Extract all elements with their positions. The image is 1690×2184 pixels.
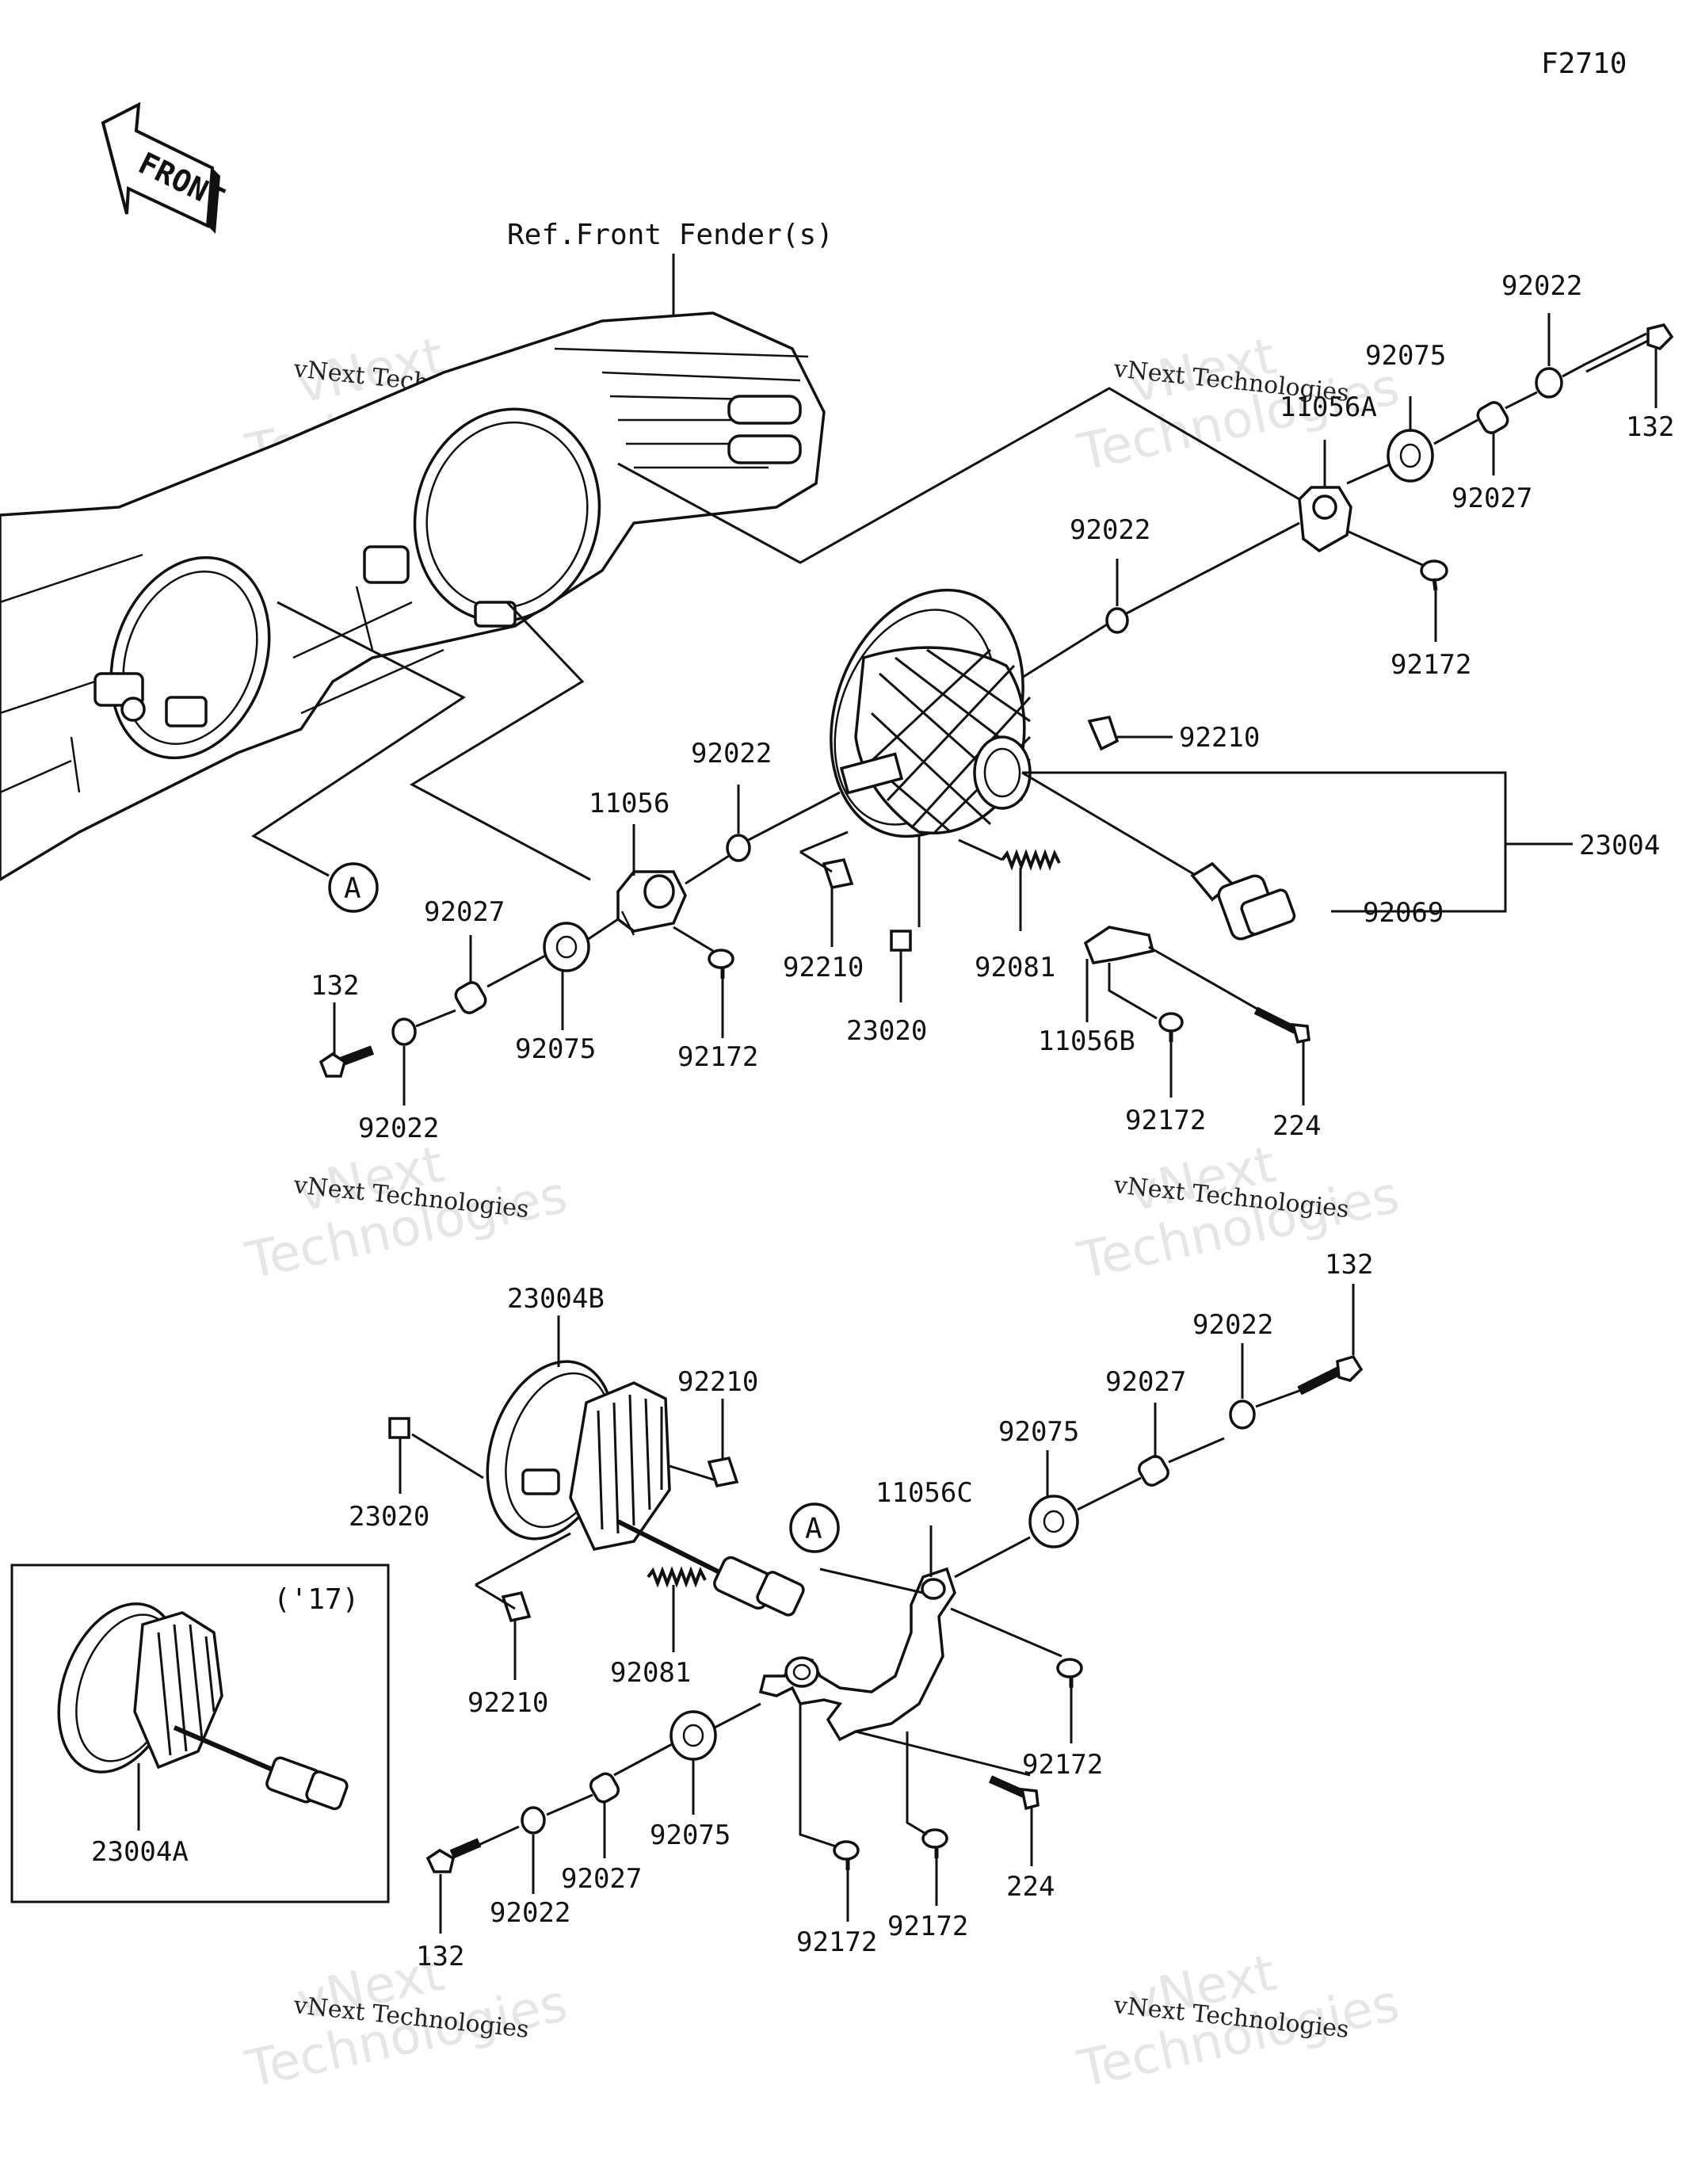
part-label: 92081	[610, 1657, 691, 1689]
bulb-92069	[1190, 861, 1296, 941]
part-label: 224	[1272, 1110, 1321, 1142]
nut-23020	[890, 930, 912, 952]
nut-23020	[388, 1417, 410, 1439]
bolt-132	[1297, 1354, 1364, 1396]
part-label: 92027	[1452, 483, 1532, 514]
part-label: 92210	[467, 1687, 548, 1719]
part-label: 92075	[998, 1416, 1079, 1448]
part-label: 132	[1626, 411, 1674, 443]
clip-92210	[501, 1590, 532, 1623]
part-label: 224	[1006, 1871, 1055, 1903]
screw-92172	[921, 1828, 948, 1858]
bolt-132	[425, 1838, 482, 1873]
spring-92081	[647, 1566, 707, 1588]
callout-a-label: A	[805, 1513, 822, 1545]
washer-92022	[1535, 367, 1563, 399]
headlight-23004B	[486, 1360, 671, 1551]
part-label: 11056B	[1038, 1025, 1135, 1057]
callout-a-label: A	[344, 872, 361, 905]
screw-92172	[1056, 1658, 1083, 1688]
collar-92027	[1476, 401, 1509, 434]
collar-92027	[589, 1772, 620, 1804]
part-label: 11056	[589, 788, 670, 819]
screw-92172	[708, 949, 734, 979]
screw-92172	[1420, 559, 1448, 591]
washer-92022	[1229, 1399, 1256, 1430]
washer-92022	[391, 1018, 417, 1046]
part-label: 92210	[677, 1366, 758, 1398]
part-label: 92022	[691, 738, 772, 769]
part-label: 23004A	[91, 1836, 189, 1868]
grommet-92075	[1387, 429, 1434, 483]
part-label: 23004	[1579, 830, 1660, 861]
part-label: 92075	[650, 1819, 731, 1851]
part-label: 132	[416, 1941, 464, 1972]
part-label: 92172	[1391, 649, 1471, 681]
part-label: 92081	[975, 952, 1055, 983]
collar-92027	[1138, 1455, 1169, 1487]
part-label: 92210	[783, 952, 864, 983]
bracket-11056A	[1298, 486, 1352, 553]
collar-92027	[454, 981, 487, 1014]
part-label: 92022	[1501, 270, 1582, 302]
part-label: 92022	[1192, 1309, 1273, 1341]
part-label: 23020	[846, 1015, 927, 1047]
grommet-92075	[1028, 1495, 1079, 1548]
part-label: 11056A	[1280, 391, 1377, 423]
grommet-92075	[543, 922, 590, 972]
part-label: 132	[1325, 1249, 1373, 1281]
washer-92022	[726, 834, 751, 862]
bolt-132	[1582, 323, 1674, 373]
front-arrow-icon: FRONT	[101, 101, 230, 234]
part-label: 92027	[424, 896, 505, 928]
bolt-224	[1253, 1006, 1310, 1044]
screw-92172	[833, 1840, 860, 1870]
part-label: 132	[311, 970, 359, 1002]
part-label: 92172	[1022, 1749, 1103, 1781]
part-label: 92172	[887, 1911, 968, 1942]
part-labels-lower: 23004B 92210 23020 11056C 132 92022 9202…	[91, 1249, 1373, 1972]
washer-92022	[1105, 607, 1129, 634]
part-label: 92172	[677, 1041, 758, 1073]
screw-92172	[1158, 1012, 1184, 1042]
headlight-23004	[830, 588, 1032, 838]
inset-box	[10, 1564, 390, 1903]
bolt-224	[988, 1775, 1040, 1811]
part-label: 92027	[1105, 1366, 1186, 1398]
bracket-11056B	[1083, 926, 1155, 964]
bracket-11056	[616, 870, 687, 936]
part-labels-upper: 92022 132 92075 11056A 92027 92022 92172…	[311, 270, 1674, 1144]
bolt-132	[319, 1045, 375, 1078]
part-label: 92172	[1125, 1105, 1206, 1136]
part-label: 92027	[561, 1863, 642, 1895]
clip-92210	[1087, 715, 1120, 751]
grommet-92075	[670, 1710, 717, 1761]
front-fender-housing	[0, 311, 826, 882]
part-label: 92022	[490, 1897, 570, 1929]
clip-92210	[822, 857, 854, 890]
clip-92210	[707, 1456, 739, 1488]
part-label: 11056C	[876, 1477, 973, 1509]
headlight-23004A	[57, 1602, 349, 1811]
part-label: 92075	[515, 1033, 596, 1065]
part-label: 23020	[349, 1501, 429, 1533]
part-label: 92210	[1179, 722, 1260, 754]
ref-front-fender-label: Ref.Front Fender(s)	[507, 219, 834, 251]
part-label: 92075	[1365, 340, 1446, 372]
part-label: 92022	[358, 1113, 439, 1144]
part-label: 92172	[796, 1926, 877, 1958]
callout-a	[328, 862, 379, 913]
part-label: 92022	[1070, 514, 1150, 546]
washer-92022	[521, 1806, 546, 1835]
part-label: 92069	[1363, 897, 1444, 929]
spring-92081	[1001, 849, 1061, 871]
bracket-11056C	[758, 1567, 956, 1742]
callout-a	[789, 1502, 840, 1553]
inset-year: ('17)	[273, 1583, 359, 1616]
figure-code: F2710	[1541, 48, 1627, 80]
part-label: 23004B	[507, 1283, 605, 1315]
connector	[616, 1519, 805, 1617]
